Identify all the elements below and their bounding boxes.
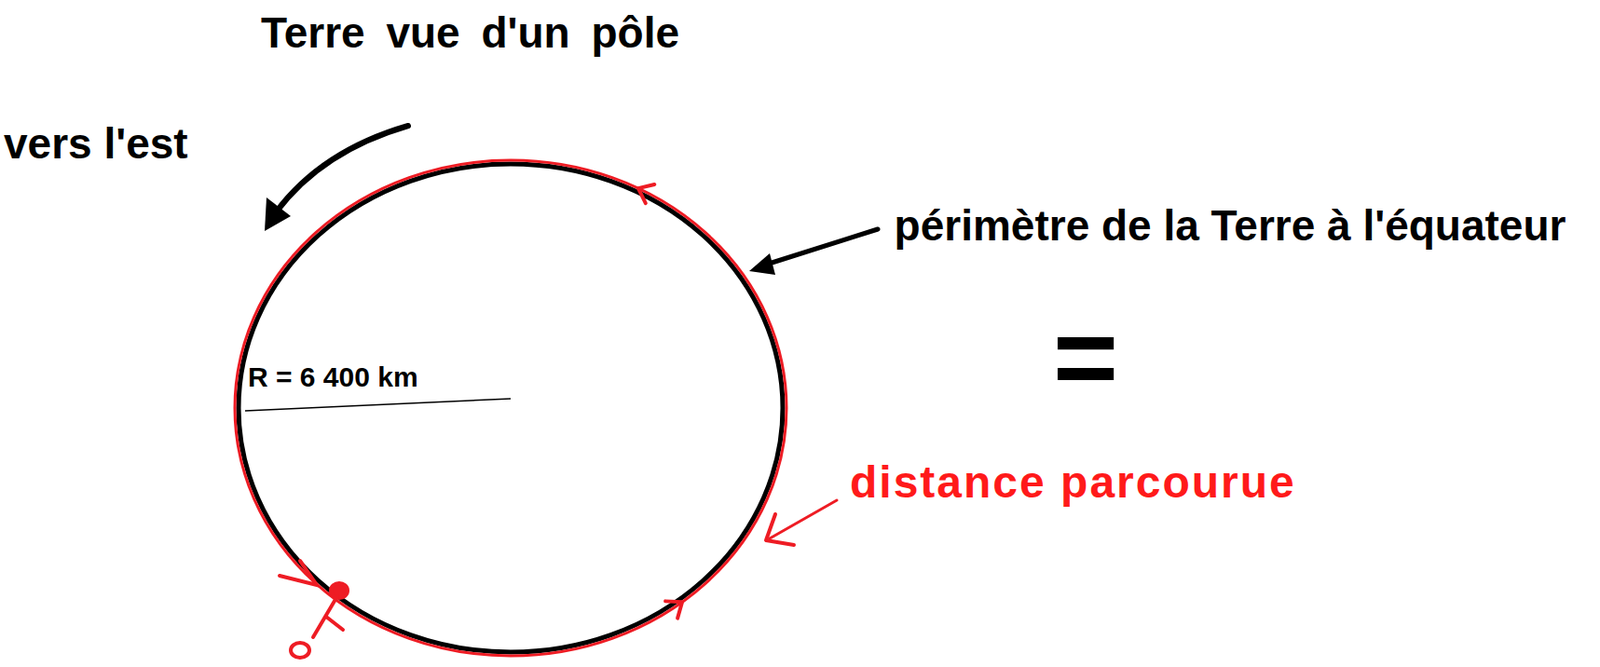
dimension-label: R = 6 400 km (247, 361, 419, 395)
figure-limb (326, 616, 343, 630)
label-text: = (1052, 294, 1119, 420)
rotation-arrowhead (264, 197, 291, 232)
equals-sign: = (1052, 300, 1119, 413)
leader-arrowhead (765, 514, 794, 546)
leader-line (765, 229, 878, 265)
note-label: périmètre de la Terre à l'équateur (885, 199, 1575, 254)
title: Terre vue d'un pôle (260, 7, 680, 58)
label-text: distance parcourue (849, 457, 1297, 507)
direction-chevron (638, 184, 655, 204)
label-text: R = 6 400 km (247, 361, 419, 393)
direction-label: vers l'est (3, 119, 189, 169)
earth-outline (238, 164, 783, 653)
note-label: distance parcourue (849, 456, 1297, 508)
leader-line (769, 500, 837, 539)
travel-path (234, 160, 787, 657)
direction-chevron (279, 560, 317, 586)
radius-line (245, 398, 511, 411)
label-text: vers l'est (3, 119, 189, 168)
leader-arrowhead (749, 253, 776, 275)
title-text: Terre vue d'un pôle (260, 8, 680, 57)
label-text: périmètre de la Terre à l'équateur (894, 201, 1567, 250)
rotation-arrow (275, 125, 409, 213)
traveller-figure (279, 560, 348, 658)
direction-chevron (665, 601, 683, 618)
figure-body (330, 583, 348, 599)
figure-head (290, 642, 310, 658)
